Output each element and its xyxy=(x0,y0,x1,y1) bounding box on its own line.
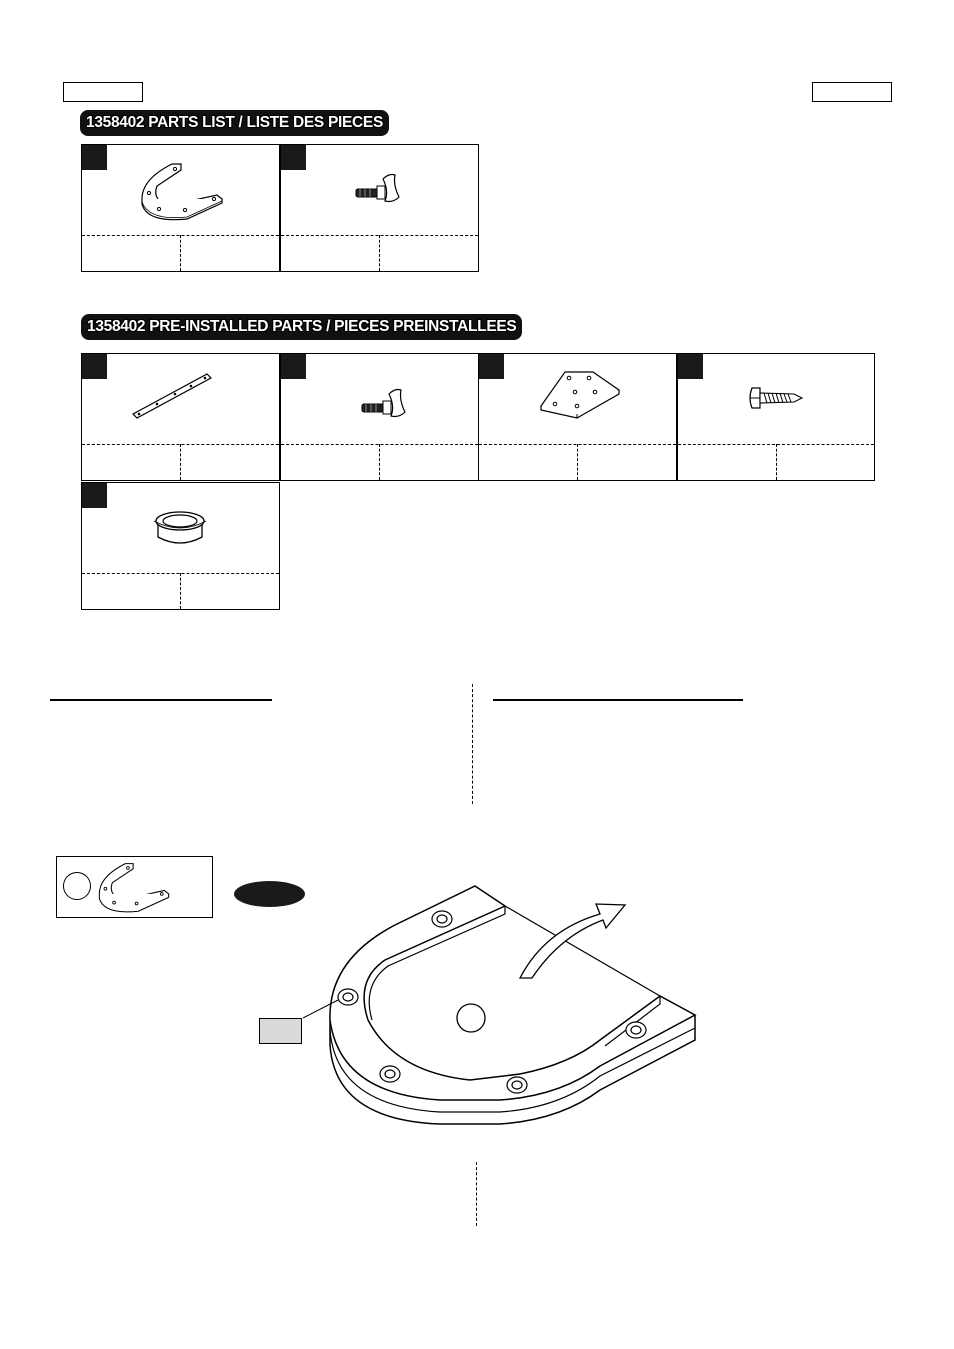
thumb-screw-icon xyxy=(361,388,406,418)
u-shaped-base-icon xyxy=(98,863,170,913)
preinstalled-cell-knob xyxy=(280,353,479,481)
part-badge xyxy=(281,145,306,170)
callout-box xyxy=(259,1018,302,1044)
grommet-icon xyxy=(153,511,207,544)
part-badge xyxy=(82,483,107,508)
section-rule-left xyxy=(50,699,272,701)
part-badge xyxy=(678,354,703,379)
rotate-arrow-icon xyxy=(518,903,627,979)
part-badge xyxy=(281,354,306,379)
preinstalled-cell-screw xyxy=(677,353,875,481)
u-shaped-base-icon xyxy=(141,163,224,221)
section-rule-right xyxy=(493,699,743,701)
base-assembly-illustration xyxy=(302,885,697,1125)
part-badge xyxy=(479,354,504,379)
column-divider xyxy=(472,684,473,804)
part-number-circle xyxy=(63,872,91,900)
part-cell-base xyxy=(81,144,280,272)
corner-box-right xyxy=(812,82,892,102)
corner-box-left xyxy=(63,82,143,102)
wood-screw-icon xyxy=(749,387,804,409)
step-part-thumbnail xyxy=(56,856,213,918)
part-badge xyxy=(82,354,107,379)
lower-column-divider xyxy=(476,1162,477,1226)
thumb-screw-icon xyxy=(355,173,400,203)
preinstalled-cell-grommet xyxy=(81,482,280,610)
part-cell-knob xyxy=(280,144,479,272)
preinstalled-cell-bar xyxy=(81,353,280,481)
part-badge xyxy=(82,145,107,170)
metal-bar-icon xyxy=(132,373,212,419)
step-number-oval xyxy=(234,881,305,907)
triangular-bracket-icon xyxy=(539,371,621,419)
parts-list-title: 1358402 PARTS LIST / LISTE DES PIECES xyxy=(80,110,389,136)
preinstalled-cell-bracket xyxy=(478,353,677,481)
preinstalled-title: 1358402 PRE-INSTALLED PARTS / PIECES PRE… xyxy=(81,314,523,340)
